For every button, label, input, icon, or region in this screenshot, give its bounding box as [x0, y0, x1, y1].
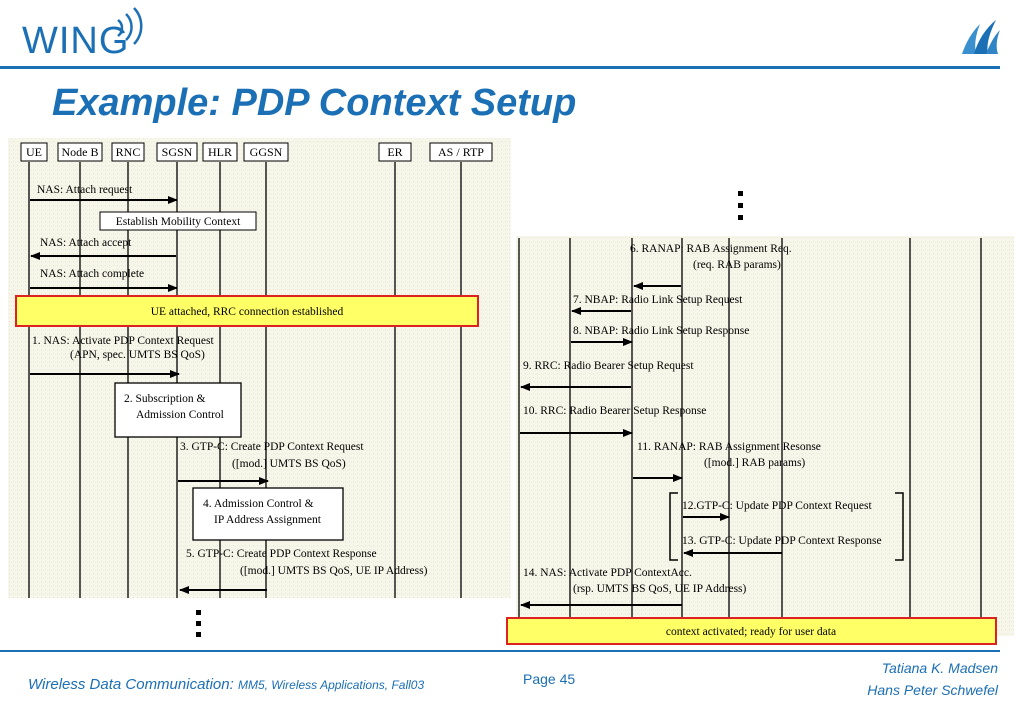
msg-12: 12.GTP-C: Update PDP Context Request — [682, 500, 872, 512]
msg-5-line2: ([mod.] UMTS BS QoS, UE IP Address) — [240, 565, 428, 577]
lifelines-right — [518, 238, 982, 618]
banner-ue-attached: UE attached, RRC connection established — [151, 306, 344, 318]
slide-title: Example: PDP Context Setup — [52, 82, 577, 124]
msg-13: 13. GTP-C: Update PDP Context Response — [682, 535, 882, 547]
msg-7: 7. NBAP: Radio Link Setup Request — [573, 294, 743, 306]
msg-attach-complete: NAS: Attach complete — [40, 268, 144, 280]
lifelines-left — [28, 162, 462, 598]
banner-context-activated: context activated; ready for user data — [666, 626, 836, 638]
msg-14-line2: (rsp. UMTS BS QoS, UE IP Address) — [573, 583, 747, 595]
msg-4-line1: 4. Admission Control & — [203, 498, 314, 510]
author-2: Hans Peter Schwefel — [867, 682, 998, 698]
msg-11-line2: ([mod.] RAB params) — [704, 457, 805, 469]
footer-course: Wireless Data Communication: MM5, Wirele… — [28, 676, 424, 693]
msg-3-line1: 3. GTP-C: Create PDP Context Request — [180, 441, 364, 453]
continuation-dots-left — [196, 610, 201, 637]
page-number: Page 45 — [523, 671, 576, 687]
wing-logo-text: WING — [22, 20, 130, 62]
msg-11-line1: 11. RANAP: RAB Assignment Resonse — [637, 441, 821, 453]
msg-14-line1: 14. NAS: Activate PDP ContextAcc. — [523, 567, 692, 579]
entity-headers: UE Node B RNC SGSN HLR GGSN ER AS / RTP — [20, 142, 493, 162]
footer-course-detail: MM5, Wireless Applications, Fall03 — [237, 678, 425, 692]
msg-6-line2: (req. RAB params) — [693, 259, 781, 271]
signal-waves-icon — [117, 7, 143, 45]
author-1: Tatiana K. Madsen — [881, 660, 998, 676]
left-sequence-panel: UE Node B RNC SGSN HLR GGSN ER AS / RTP — [8, 138, 511, 637]
msg-8: 8. NBAP: Radio Link Setup Response — [573, 325, 749, 337]
right-sequence-panel: 6. RANAP: RAB Assignment Req. (req. RAB … — [506, 191, 1014, 645]
header-rule — [0, 66, 1000, 69]
entity-sgsn: SGSN — [162, 145, 193, 159]
msg-3-line2: ([mod.] UMTS BS QoS) — [232, 458, 346, 470]
msg-2-line1: 2. Subscription & — [124, 393, 206, 405]
entity-node-b: Node B — [62, 145, 99, 159]
msg-6-line1: 6. RANAP: RAB Assignment Req. — [630, 243, 792, 255]
msg-5-line1: 5. GTP-C: Create PDP Context Response — [186, 548, 377, 560]
footer-course-title: Wireless Data Communication: — [28, 676, 234, 693]
msg-attach-request: NAS: Attach request — [37, 184, 133, 196]
msg-9: 9. RRC: Radio Bearer Setup Request — [523, 360, 694, 372]
entity-as-rtp: AS / RTP — [438, 145, 484, 159]
entity-ggsn: GGSN — [250, 145, 283, 159]
msg-1-line2: (APN, spec. UMTS BS QoS) — [70, 349, 205, 361]
university-logo-icon — [962, 20, 1000, 54]
msg-2-line2: Admission Control — [136, 409, 224, 421]
entity-rnc: RNC — [116, 145, 141, 159]
msg-10: 10. RRC: Radio Bearer Setup Response — [523, 405, 706, 417]
entity-er: ER — [387, 145, 402, 159]
msg-mobility-context: Establish Mobility Context — [116, 216, 241, 228]
msg-1-line1: 1. NAS: Activate PDP Context Request — [32, 335, 214, 347]
footer-rule — [0, 650, 1000, 652]
entity-hlr: HLR — [208, 145, 232, 159]
entity-ue: UE — [26, 145, 42, 159]
msg-4-line2: IP Address Assignment — [214, 514, 322, 526]
continuation-dots-right — [738, 191, 743, 220]
msg-attach-accept: NAS: Attach accept — [40, 237, 132, 249]
